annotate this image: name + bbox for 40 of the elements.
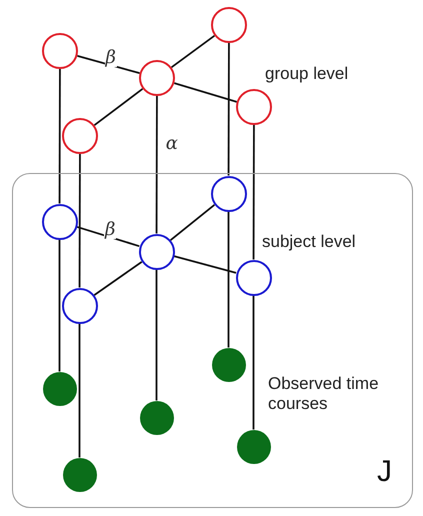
subject-level-node (138, 234, 174, 270)
connector-line (76, 226, 140, 248)
observed-node (236, 430, 270, 464)
plate-label: J (377, 457, 392, 487)
observed-node (212, 348, 246, 382)
plate-box (12, 173, 413, 508)
level-label: subject level (262, 232, 357, 252)
level-label: Observed time courses (268, 374, 380, 415)
level-label: group level (265, 64, 350, 84)
subject-level-node (236, 260, 272, 296)
group-level-node (236, 89, 272, 125)
connector-line (77, 54, 140, 74)
connector-line (228, 43, 230, 176)
connector-line (156, 96, 158, 234)
connector-line (228, 212, 230, 348)
connector-line (170, 34, 216, 68)
edge-label: β (104, 220, 116, 238)
group-level-node (42, 33, 78, 69)
connector-line (252, 296, 254, 430)
connector-line (174, 255, 236, 274)
connector-line (170, 204, 216, 241)
subject-level-node (42, 204, 78, 240)
connector-line (58, 69, 61, 204)
connector-line (156, 270, 158, 400)
connector-line (58, 240, 60, 372)
subject-level-node (210, 176, 246, 212)
connector-line (174, 82, 238, 103)
edge-label: β (104, 48, 117, 66)
observed-node (62, 458, 96, 492)
observed-node (140, 400, 174, 434)
connector-line (94, 88, 144, 126)
group-level-node (211, 7, 247, 43)
connector-line (78, 324, 80, 458)
connector-line (252, 125, 255, 260)
group-level-node (139, 60, 175, 96)
subject-level-node (62, 288, 98, 324)
connector-line (78, 154, 81, 288)
group-level-node (62, 118, 98, 154)
observed-node (42, 372, 76, 406)
connector-line (94, 261, 142, 296)
